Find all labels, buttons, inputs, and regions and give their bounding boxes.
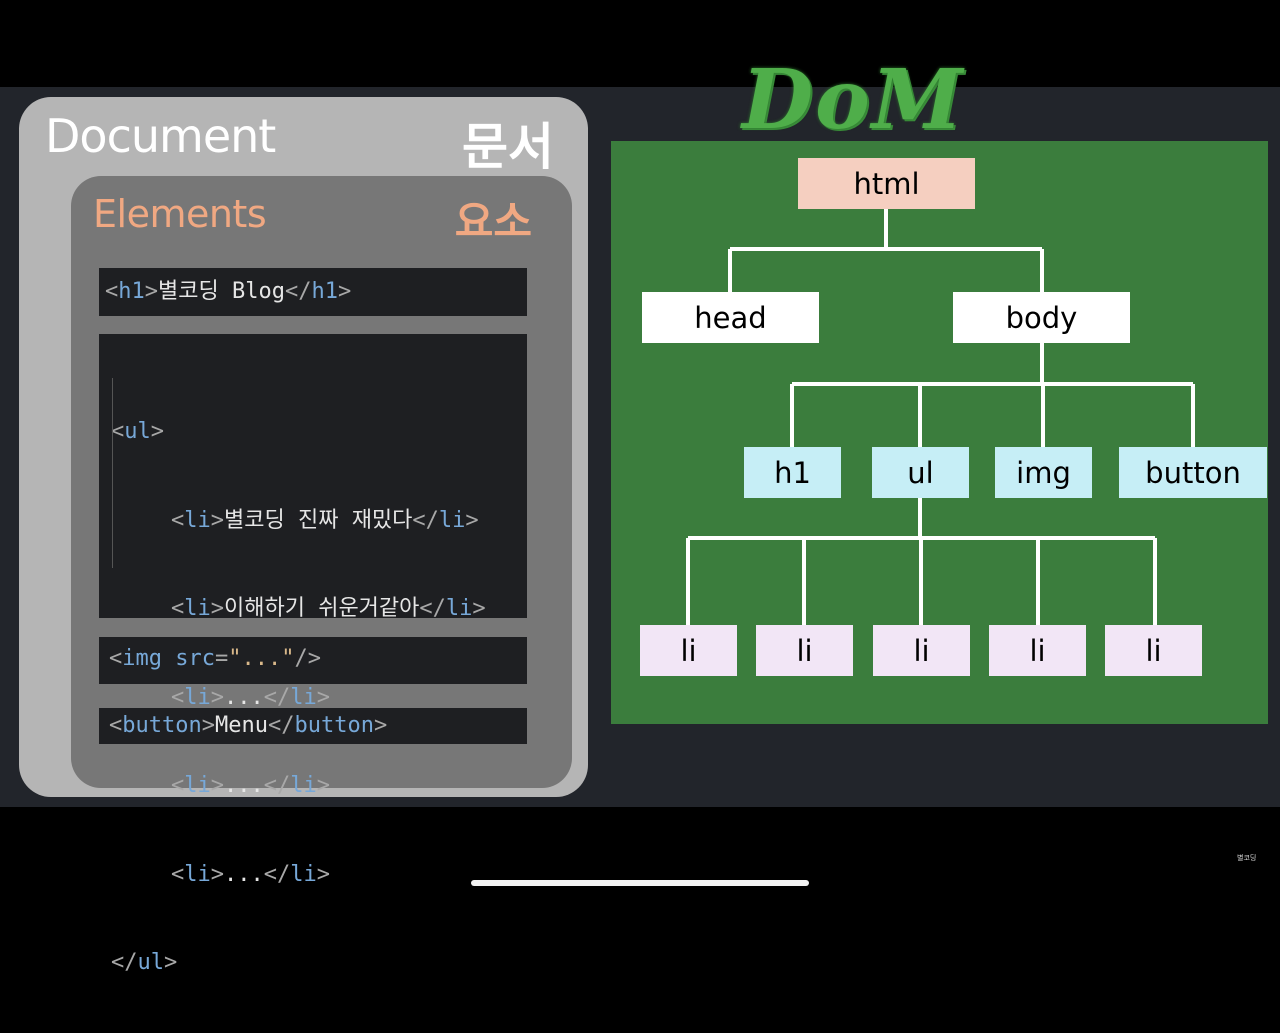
dom-tree-panel: html head body h1 ul img button li li li… bbox=[611, 141, 1268, 724]
img-attr-value: "..." bbox=[228, 646, 295, 671]
dom-node-button: button bbox=[1119, 447, 1267, 498]
img-attr: src bbox=[175, 646, 215, 671]
ul-close-tag: ul bbox=[137, 950, 165, 975]
dom-node-html: html bbox=[798, 158, 975, 209]
code-block-h1: <h1>별코딩 Blog</h1> bbox=[99, 268, 527, 316]
li-text: 이해하기 쉬운거같아 bbox=[224, 596, 420, 621]
document-panel: Document 문서 Elements 요소 <h1>별코딩 Blog</h1… bbox=[19, 97, 588, 975]
code-li-line: <li>...</li> bbox=[171, 684, 330, 710]
dom-node-li: li bbox=[989, 625, 1086, 676]
dom-node-li: li bbox=[1105, 625, 1202, 676]
code-li-line: <li>...</li> bbox=[171, 773, 330, 798]
dom-node-li: li bbox=[640, 625, 737, 676]
slide-stage: Document 문서 Elements 요소 <h1>별코딩 Blog</h1… bbox=[0, 87, 1280, 975]
li-text: ... bbox=[224, 773, 264, 798]
button-close-tag: button bbox=[294, 713, 374, 738]
img-self-close: /> bbox=[294, 646, 321, 671]
ul-open-tag: ul bbox=[124, 419, 151, 444]
code-block-ul: <ul> <li>별코딩 진짜 재밌다</li> <li>이해하기 쉬운거같아<… bbox=[99, 334, 527, 975]
tree-connector-lines bbox=[686, 209, 1195, 625]
h1-text: 별코딩 Blog bbox=[158, 279, 285, 304]
button-open-tag: button bbox=[122, 713, 202, 738]
button-text: Menu bbox=[214, 713, 268, 738]
indent-guide bbox=[112, 378, 113, 568]
h1-open-tag: h1 bbox=[118, 279, 145, 304]
document-title-korean: 문서 bbox=[462, 118, 554, 176]
channel-watermark: 별코딩 bbox=[1237, 854, 1257, 862]
code-block-button: <button>Menu</button> bbox=[99, 708, 527, 744]
code-li-line: <li>별코딩 진짜 재밌다</li> bbox=[171, 507, 479, 533]
code-block-img: <img src="..."/> bbox=[99, 637, 527, 684]
dom-handwritten-title: DoM bbox=[742, 52, 965, 148]
dom-node-li: li bbox=[873, 625, 970, 676]
dom-node-img: img bbox=[995, 447, 1092, 498]
li-text: 별코딩 진짜 재밌다 bbox=[224, 507, 413, 533]
dom-node-ul: ul bbox=[872, 447, 969, 498]
li-text: ... bbox=[224, 861, 264, 887]
li-text: ... bbox=[224, 684, 264, 710]
dom-node-head: head bbox=[642, 292, 819, 343]
home-indicator-bar[interactable] bbox=[471, 880, 809, 886]
dom-node-h1: h1 bbox=[744, 447, 841, 498]
document-title: Document bbox=[45, 109, 276, 163]
img-tag: img bbox=[122, 646, 162, 671]
elements-title-korean: 요소 bbox=[454, 197, 532, 246]
dom-node-li: li bbox=[756, 625, 853, 676]
code-li-line: <li>이해하기 쉬운거같아</li> bbox=[171, 596, 486, 621]
dom-node-body: body bbox=[953, 292, 1130, 343]
elements-panel: Elements 요소 <h1>별코딩 Blog</h1> <ul> <li>별… bbox=[71, 176, 572, 975]
code-li-line: <li>...</li> bbox=[171, 861, 330, 887]
h1-close-tag: h1 bbox=[311, 279, 338, 304]
elements-title: Elements bbox=[93, 192, 267, 236]
